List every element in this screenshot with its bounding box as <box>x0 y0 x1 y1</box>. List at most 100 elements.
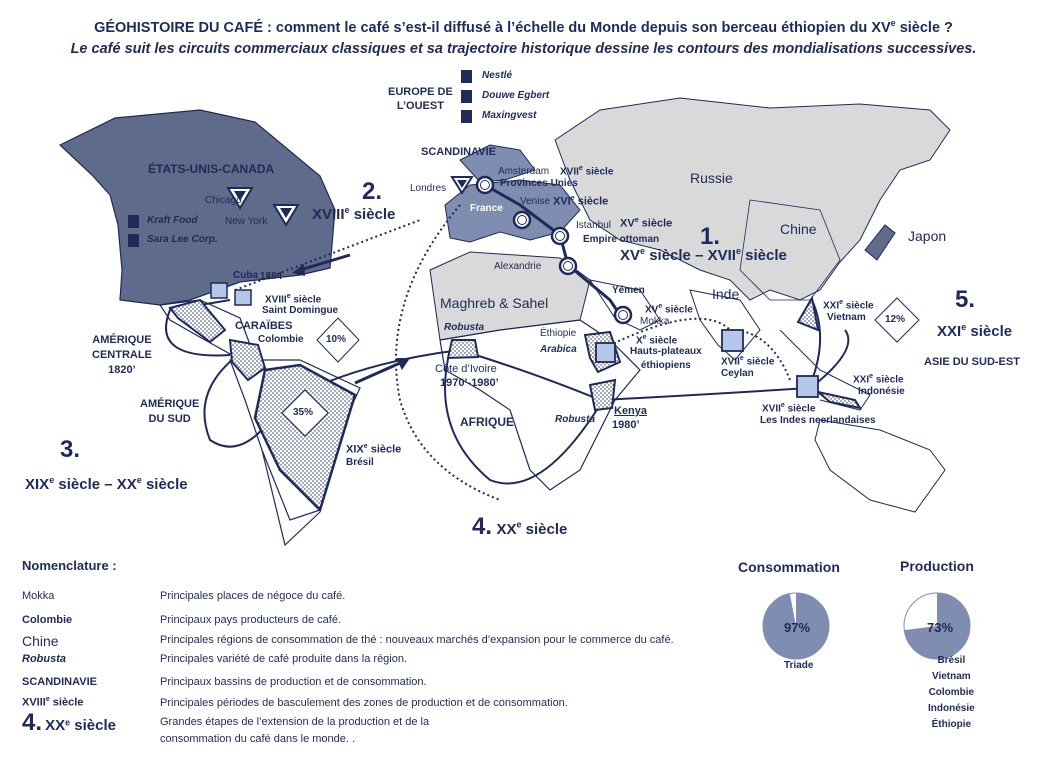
company-marker <box>128 215 139 228</box>
vietnam-share-diamond <box>874 297 920 343</box>
legend-desc-colombie: Principaux pays producteurs de café. <box>160 614 341 626</box>
region-russie: Russie <box>690 170 733 186</box>
period-x-ethiopie: Xe siècle <box>636 334 678 347</box>
region-inde: Inde <box>712 286 740 302</box>
legend-sample-scandinavie: SCANDINAVIE <box>22 676 97 688</box>
legend-desc-stage-1: Grandes étapes de l’extension de la prod… <box>160 716 430 728</box>
place-new-york: New York <box>225 216 268 227</box>
place-bresil: Brésil <box>346 457 374 468</box>
map-title: GÉOHISTOIRE DU CAFÉ : comment le café s’… <box>94 18 953 36</box>
trade-route-1 <box>484 183 624 319</box>
indonesia-production <box>817 391 863 410</box>
dotted-route-2 <box>395 204 501 501</box>
kenya-production <box>588 378 617 412</box>
pie-slice <box>762 593 829 659</box>
company-nestle: Nestlé <box>482 70 513 81</box>
cuba-square <box>210 282 228 299</box>
period-2: 2. <box>362 178 383 205</box>
period-1-text: XVe siècle – XVIIe siècle <box>620 246 787 264</box>
legend-desc-chine: Principales régions de consommation de t… <box>160 634 674 646</box>
pie-consumption-title: Consommation <box>738 559 840 575</box>
trade-route-2 <box>319 348 809 402</box>
arrow-xix <box>354 361 401 385</box>
production-pie <box>903 592 971 660</box>
place-france: France <box>470 203 503 214</box>
variety-arabica: Arabica <box>540 344 577 355</box>
period-xviii-stdomingue: XVIIIe siècle <box>265 293 322 306</box>
period-1: 1. <box>700 223 721 250</box>
indes-square <box>796 375 819 398</box>
dotted-route-3 <box>599 317 791 381</box>
place-londres: Londres <box>410 183 447 194</box>
map-subtitle: Le café suit les circuits commerciaux cl… <box>70 41 977 57</box>
place-ceylan: Ceylan <box>721 368 754 379</box>
brazil-share-diamond <box>281 389 329 437</box>
period-xv-istanbul: XVe siècle <box>620 217 673 230</box>
region-afrique: AFRIQUE <box>460 415 514 429</box>
period-xix-bresil: XIXe siècle <box>346 443 402 456</box>
brazil-production <box>253 363 357 513</box>
variety-robusta-west: Robusta <box>444 322 484 333</box>
place-yemen: Yémen <box>612 285 645 296</box>
place-cuba: Cuba <box>233 270 258 281</box>
period-xvii-amsterdam: XVIIe siècle <box>560 165 614 178</box>
legend-desc-stage-2: consommation du café dans le monde. . <box>160 733 356 745</box>
company-marker <box>461 110 472 123</box>
trade-route-3 <box>165 299 231 357</box>
share-vietnam: 12% <box>885 314 906 325</box>
region-scandinavie: SCANDINAVIE <box>421 146 496 158</box>
legend-sample-robusta: Robusta <box>22 653 66 665</box>
period-3-text: XIXe siècle – XXe siècle <box>25 475 188 493</box>
place-alexandrie: Alexandrie <box>494 261 542 272</box>
period-2-text: XVIIIe siècle <box>312 205 396 223</box>
trade-route-4 <box>203 351 271 448</box>
period-4: 4. XXe siècle <box>472 513 568 540</box>
place-indes: Les Indes neerlandaises <box>760 415 876 426</box>
region-japon: Japon <box>908 228 947 244</box>
period-xxi-vietnam: XXIe siècle <box>823 299 874 312</box>
period-5: 5. <box>955 286 976 313</box>
trade-route-5 <box>444 349 601 485</box>
place-cote-ivoire: Côte d’Ivoire <box>435 363 497 375</box>
region-maghreb: Maghreb & Sahel <box>440 295 549 311</box>
saint-domingue-square <box>234 289 252 306</box>
company-maxingvest: Maxingvest <box>482 110 537 121</box>
period-xvi-venise: XVIe siècle <box>553 195 609 208</box>
period-3: 3. <box>60 436 81 463</box>
legend-title: Nomenclature : <box>22 558 117 573</box>
pie-consumption-value: 97% <box>784 620 811 635</box>
eurasia-region <box>554 97 951 301</box>
region-asie-sud-est: ASIE DU SUD-EST <box>924 356 1020 368</box>
date-1804: 1804 <box>260 271 283 282</box>
ceylon-square <box>721 329 744 352</box>
ethiopia-square <box>595 342 616 363</box>
place-chicago: Chicago <box>205 195 242 206</box>
date-1980: 1980’ <box>612 419 640 431</box>
place-ethiopie: Éthiopie <box>540 328 577 339</box>
company-douwe-egbert: Douwe Egbert <box>482 90 550 101</box>
japan-region <box>864 224 896 261</box>
place-vietnam: Vietnam <box>827 312 866 323</box>
cote-ivoire-production <box>446 339 480 360</box>
vietnam-production <box>796 295 820 332</box>
place-colombie: Colombie <box>258 334 304 345</box>
company-marker <box>461 70 472 83</box>
variety-robusta-east: Robusta <box>555 414 595 425</box>
legend-desc-scandinavie: Principaux bassins de production et de c… <box>160 676 427 688</box>
colombia-share-diamond <box>316 317 360 363</box>
period-xvii-ceylan: XVIIe siècle <box>721 355 775 368</box>
legend-sample-mokka: Mokka <box>22 590 55 602</box>
company-sara-lee: Sara Lee Corp. <box>147 234 218 245</box>
region-caraibes: CARAÏBES <box>235 320 293 332</box>
consumption-pie <box>762 592 830 660</box>
pie-production-title: Production <box>900 558 974 574</box>
place-empire-ottoman: Empire ottoman <box>583 234 660 245</box>
place-venise: Venise <box>520 196 551 207</box>
usa-canada-region <box>58 109 336 306</box>
place-saint-domingue: Saint Domingue <box>262 305 339 316</box>
legend-sample-colombie: Colombie <box>22 614 73 626</box>
